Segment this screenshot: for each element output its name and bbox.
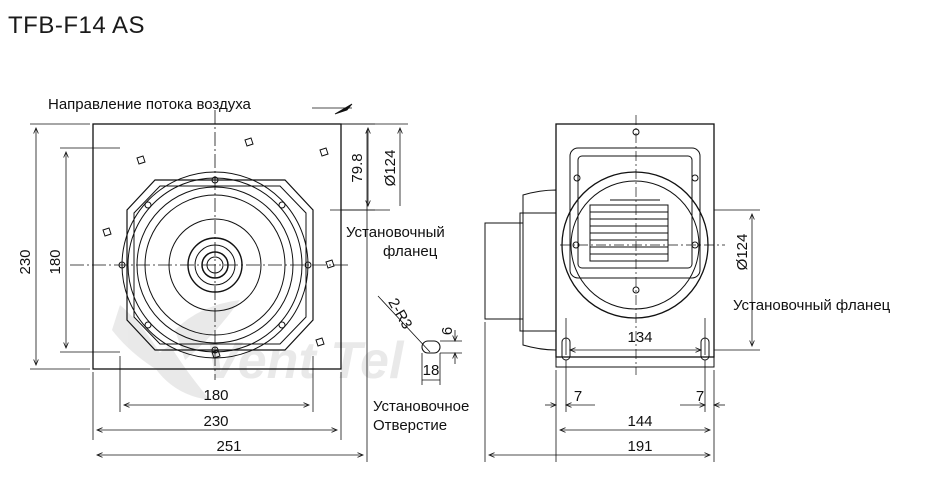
slot-detail [421,340,441,354]
inlet-frame-inner [577,155,693,269]
mount-flange-label-right: Установочный фланец [733,297,891,314]
bolt-hole [278,201,286,209]
dim-230-vertical: 230 [17,249,34,274]
mount-hole [319,147,329,157]
dim-radius: 2-R3 [384,295,415,332]
watermark-text: Vent Tel [205,332,405,390]
dim-180-vertical: 180 [47,249,64,274]
motor-housing [522,189,557,351]
dim-134: 134 [627,329,652,346]
bolt-hole [144,321,152,329]
motor-body [484,222,524,320]
housing-octagon [126,179,314,351]
dim-7-right: 7 [696,388,704,405]
dim-180-horizontal: 180 [203,387,228,404]
bolt-hole [573,174,581,182]
dim-dia124-right: Ø124 [734,234,751,271]
mount-hole [211,349,221,359]
bolt-hole [144,201,152,209]
housing-octagon-inner [133,185,307,345]
mount-hole [244,137,254,147]
impeller-blades [589,199,669,262]
side-dimensions [484,209,760,462]
motor-flange [519,212,557,332]
front-view [70,110,350,380]
square-flange [92,123,342,370]
front-dimensions [30,103,462,462]
bolt-hole [691,174,699,182]
dim-191: 191 [627,438,652,455]
dim-slot-18: 18 [423,362,440,379]
model-title: TFB-F14 AS [8,12,146,39]
mount-hole-label-line2: Отверстие [373,417,448,434]
dim-230-horizontal: 230 [203,413,228,430]
dim-slot-6: 6 [439,327,456,335]
mount-hole [325,259,335,269]
dim-dia124-left: Ø124 [382,150,399,187]
bolt-hole [278,321,286,329]
dim-79-8: 79.8 [349,153,366,182]
dimension-labels: 230 180 79.8 Ø124 2-R3 6 18 180 230 251 … [17,150,751,455]
airflow-label: Направление потока воздуха [48,96,251,113]
mount-hole [136,155,146,165]
dim-144: 144 [627,413,652,430]
mount-hole [315,337,325,347]
inlet-frame [569,147,701,279]
mount-flange-label-left-line2: фланец [383,243,438,260]
side-center-lines [560,115,725,375]
mount-flange-label-left-line1: Установочный [346,224,445,241]
mount-hole-label-line1: Установочное [373,398,470,415]
dim-7-left: 7 [574,388,582,405]
side-view [484,115,725,375]
side-base [555,356,715,368]
watermark-logo: Vent Tel [112,300,405,400]
mount-hole [102,227,112,237]
bolt-hole [304,261,312,269]
dim-251-horizontal: 251 [216,438,241,455]
center-lines [70,110,350,380]
